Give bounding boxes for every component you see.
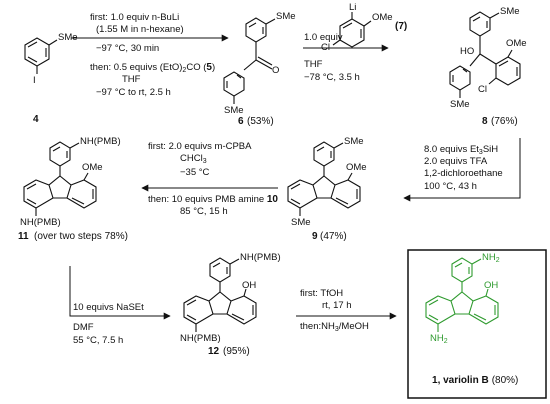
step-3: 8.0 equivs Et3SiH 2.0 equivs TFA 1,2-dic…	[403, 138, 521, 202]
step6-line2: rt, 17 h	[322, 300, 352, 311]
step2-line3: −78 °C, 3.5 h	[304, 72, 360, 83]
step4-line5: 85 °C, 15 h	[180, 206, 228, 217]
step1-line5: THF	[122, 74, 141, 85]
step2-line1: 1.0 equiv	[304, 32, 343, 43]
reagent-7-label: (7)	[395, 21, 407, 32]
c8-cl: Cl	[478, 84, 487, 95]
compound-8-yield: (76%)	[491, 116, 518, 127]
step5-line2: DMF	[73, 322, 94, 333]
c9-ome: OMe	[346, 162, 367, 173]
step3-line1: 8.0 equivs Et3SiH	[424, 144, 498, 156]
c1-oh: OH	[484, 280, 498, 291]
step4-line1: first: 2.0 equivs m-CPBA	[148, 141, 252, 152]
compound-12: NH(PMB) OH NH(PMB) 12 (95%)	[180, 252, 281, 357]
c9-sme-top: SMe	[344, 136, 364, 147]
c12-nh-top: NH(PMB)	[240, 252, 281, 263]
compound-1-variolin-b: NH2 OH NH2 1, variolin B(80%)	[407, 249, 547, 399]
step4-line4: then: 10 equivs PMB amine 10	[148, 194, 278, 205]
c4-iodine-label: I	[33, 75, 36, 86]
step2-line2: THF	[304, 59, 323, 70]
c12-nh-bottom: NH(PMB)	[180, 333, 221, 344]
step4-line3: −35 °C	[180, 167, 210, 178]
reagent7-ome: OMe	[372, 12, 393, 23]
step6-line1: first: TfOH	[300, 288, 343, 299]
step1-line2: (1.55 M in n-hexane)	[96, 24, 184, 35]
compound-6-yield: (53%)	[247, 116, 274, 127]
step-1: first: 1.0 equiv n-BuLi (1.55 M in n-hex…	[71, 12, 229, 98]
c9-sme-bottom: SMe	[291, 217, 311, 228]
c12-oh: OH	[242, 280, 256, 291]
compound-6-label: 6	[238, 116, 244, 127]
compound-6: SMe O SMe 6 (53%)	[223, 11, 296, 127]
reaction-arrow	[69, 266, 171, 320]
step6-line3: then:NH3/MeOH	[300, 321, 369, 333]
compound-12-yield: (95%)	[223, 346, 250, 357]
step3-line2: 2.0 equivs TFA	[424, 156, 488, 167]
c11-nh-bottom: NH(PMB)	[20, 217, 61, 228]
compound-4-label: 4	[33, 114, 39, 125]
c6-sme-bottom: SMe	[224, 105, 244, 116]
c1-nh2-bottom: NH2	[430, 333, 448, 345]
step5-line1: 10 equivs NaSEt	[73, 302, 144, 313]
step1-line4: then: 0.5 equivs (EtO)2CO (5)	[90, 62, 215, 74]
step-4: first: 2.0 equivs m-CPBA CHCl3 −35 °C th…	[141, 141, 278, 217]
compound-9-yield: (47%)	[320, 231, 347, 242]
reagent7-cl: Cl	[321, 42, 330, 53]
c8-sme-bottom: SMe	[450, 99, 470, 110]
reagent7-li: Li	[349, 2, 356, 13]
step1-line6: −97 °C to rt, 2.5 h	[96, 87, 171, 98]
c11-ome: OMe	[82, 162, 103, 173]
c4-sme-label: SMe	[58, 32, 78, 43]
c8-sme-top: SMe	[500, 6, 520, 17]
step3-line3: 1,2-dichloroethane	[424, 168, 503, 179]
c8-ome: OMe	[506, 38, 527, 49]
step-6: first: TfOH rt, 17 h then:NH3/MeOH	[296, 288, 397, 333]
c11-nh-top: NH(PMB)	[80, 136, 121, 147]
product-box	[407, 249, 547, 399]
c6-sme-top: SMe	[276, 11, 296, 22]
compound-9: SMe OMe SMe 9 (47%)	[287, 136, 367, 242]
step-2: 1.0 equiv Li OMe Cl (7) THF −78 °C, 3.5 …	[303, 2, 407, 83]
reaction-arrow	[403, 138, 521, 202]
compound-11-note: (over two steps 78%)	[34, 231, 128, 242]
step4-line2: CHCl3	[180, 153, 207, 165]
compound-8: SMe HO OMe Cl SMe 8 (76%)	[449, 6, 527, 127]
step3-line4: 100 °C, 43 h	[424, 181, 477, 192]
c8-ho: HO	[460, 46, 474, 57]
compound-9-label: 9	[312, 231, 318, 242]
compound-1-caption: 1, variolin B(80%)	[432, 375, 518, 386]
step1-line3: −97 °C, 30 min	[96, 43, 159, 54]
compound-12-label: 12	[208, 346, 220, 357]
step-5: 10 equivs NaSEt DMF 55 °C, 7.5 h	[69, 266, 171, 346]
compound-8-label: 8	[482, 116, 488, 127]
step5-line3: 55 °C, 7.5 h	[73, 335, 123, 346]
compound-11: NH(PMB) OMe NH(PMB) 11 (over two steps 7…	[18, 136, 128, 242]
compound-4: SMe I 4	[24, 32, 78, 125]
step1-line1: first: 1.0 equiv n-BuLi	[90, 12, 179, 23]
compound-11-label: 11	[18, 231, 29, 242]
c1-nh2-top: NH2	[482, 252, 500, 264]
c6-oxygen: O	[272, 65, 279, 76]
